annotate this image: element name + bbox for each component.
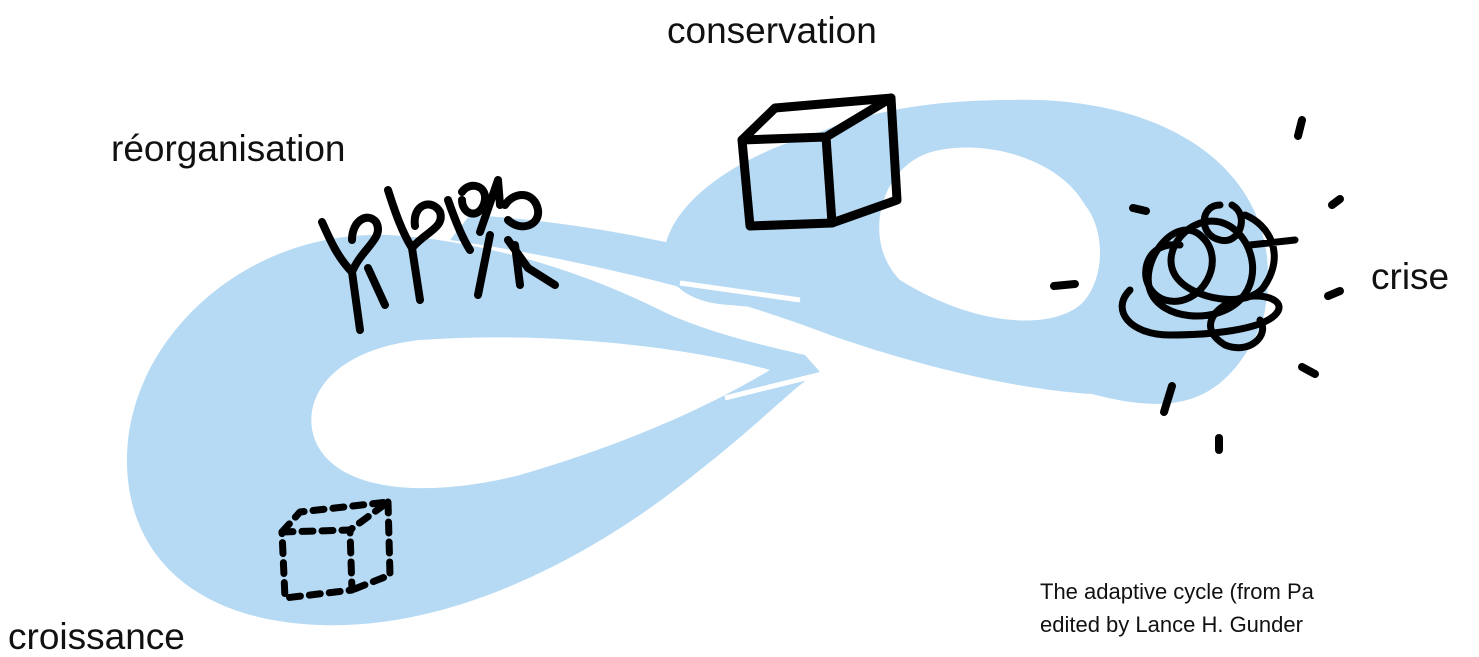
label-growth: croissance (8, 618, 185, 655)
figure-caption: The adaptive cycle (from Pa edited by La… (1040, 575, 1479, 641)
infinity-band (127, 100, 1268, 625)
caption-line-1: The adaptive cycle (from Pa (1040, 575, 1479, 608)
label-reorganisation: réorganisation (111, 130, 345, 167)
burst-line (1328, 291, 1340, 296)
burst-line (1054, 284, 1075, 286)
burst-line (1302, 367, 1315, 374)
burst-line (1332, 199, 1340, 205)
label-crisis: crise (1371, 258, 1449, 295)
label-conservation: conservation (667, 12, 877, 49)
burst-line (1298, 120, 1302, 136)
caption-line-2: edited by Lance H. Gunder (1040, 608, 1479, 641)
burst-line (1133, 208, 1146, 211)
